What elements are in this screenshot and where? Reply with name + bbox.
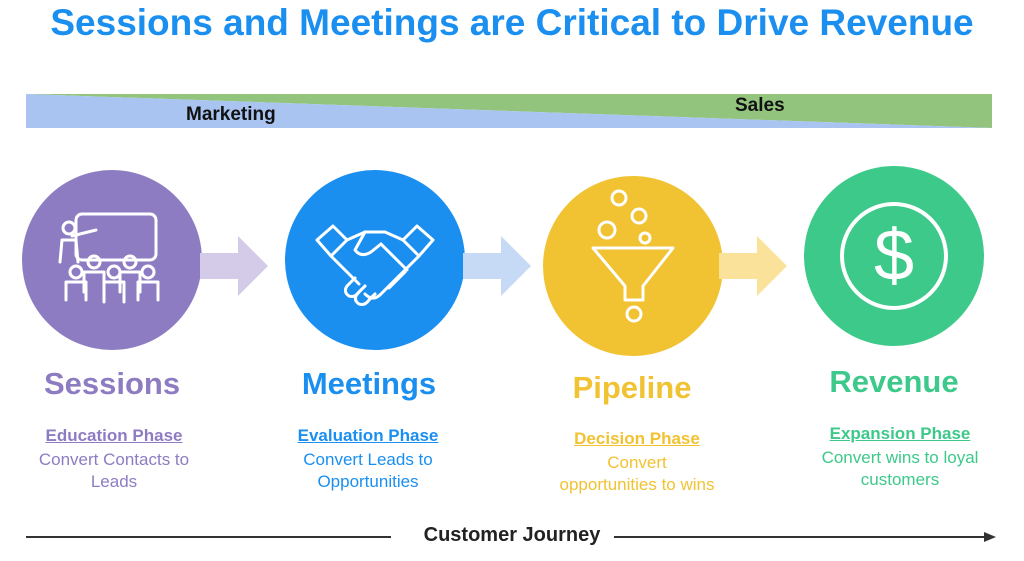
marketing-sales-band — [26, 94, 992, 128]
revenue-circle: $ — [804, 166, 984, 346]
phase-decision: Decision Phase — [574, 429, 700, 448]
stage-name-sessions: Sessions — [43, 366, 181, 401]
sessions-circle — [22, 170, 202, 350]
arrow-3 — [719, 236, 787, 296]
desc-revenue: Convert wins to loyal customers — [821, 448, 979, 489]
stage-name-meetings: Meetings — [301, 366, 437, 401]
desc-sessions: Convert Contacts to Leads — [38, 450, 190, 491]
customer-journey-label: Customer Journey — [423, 524, 601, 546]
desc-meetings: Convert Leads to Opportunities — [303, 450, 433, 491]
page-title: Sessions and Meetings are Critical to Dr… — [50, 2, 974, 43]
sales-label: Sales — [735, 95, 785, 116]
stage-name-revenue: Revenue — [829, 364, 959, 399]
phase-education: Education Phase — [45, 426, 183, 445]
meetings-circle — [285, 170, 465, 350]
phase-evaluation: Evaluation Phase — [297, 426, 439, 445]
desc-pipeline: Convert opportunities to wins — [559, 453, 715, 494]
dollar-coin-icon: $ — [840, 202, 948, 310]
arrow-1 — [200, 236, 268, 296]
presentation-audience-icon — [58, 212, 160, 304]
stage-name-pipeline: Pipeline — [572, 370, 692, 405]
svg-text:$: $ — [874, 216, 914, 296]
handshake-icon — [315, 224, 435, 306]
marketing-label: Marketing — [186, 104, 276, 125]
funnel-icon — [591, 189, 675, 323]
marketing-wedge — [26, 94, 992, 128]
customer-journey-arrow — [26, 532, 996, 542]
phase-expansion: Expansion Phase — [829, 424, 971, 443]
arrow-2 — [463, 236, 531, 296]
pipeline-circle — [543, 176, 723, 356]
